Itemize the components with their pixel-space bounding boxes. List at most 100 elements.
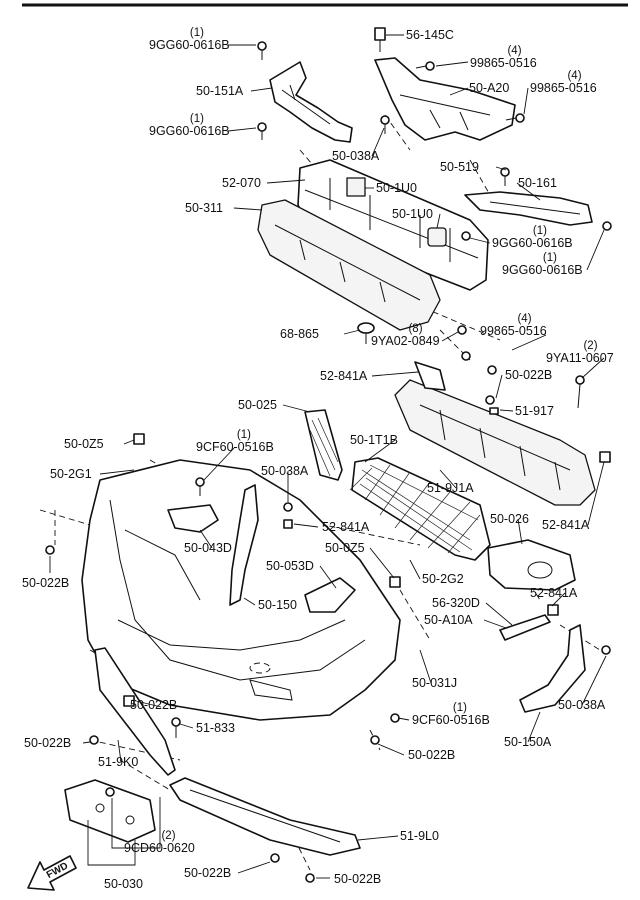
callout-52-841a: 52-841A [322,520,370,534]
callout-50-043d: 50-043D [184,541,232,555]
bracket-50-150 [229,484,259,606]
screw-icon [461,351,471,361]
callout-9cf60-0516b: 9CF60-0516B [196,440,274,454]
bracket-50-150a [519,624,586,713]
clip-icon [123,695,135,707]
clip-icon [489,407,499,415]
screw-icon [390,713,400,723]
grille-50-1t1b [349,457,491,561]
callout-9ya02-0849: 9YA02-0849 [371,334,440,348]
callout-9gg60-0616b: 9GG60-0616B [502,263,583,277]
bezel-50-026 [487,539,576,591]
callout-68-865: 68-865 [280,327,319,341]
callout-quantity: (4) [507,45,521,57]
callout-50-150a: 50-150A [504,735,552,749]
callout-quantity: (1) [237,429,251,441]
screw-icon [257,41,267,60]
callout-9gg60-0616b: 9GG60-0616B [149,124,230,138]
leader-lines [49,34,607,879]
absorber-51-9j1a [394,379,596,506]
absorber-51-9j1a-detail [419,404,571,491]
forward-arrow-icon: FWD [27,855,77,891]
callout-99865-0516: 99865-0516 [480,324,547,338]
callout-9gg60-0616b: 9GG60-0616B [149,38,230,52]
callout-51-917: 51-917 [515,404,554,418]
callout-50-025: 50-025 [238,398,277,412]
screw-icon [257,122,267,140]
callout-56-320d: 56-320D [432,596,480,610]
callout-quantity: (4) [517,313,531,325]
callout-quantity: (2) [583,340,597,352]
callout-50-038a: 50-038A [332,149,380,163]
callout-50-038a: 50-038A [261,464,309,478]
callout-52-841a: 52-841A [542,518,590,532]
callout-51-9j1a: 51-9J1A [427,481,474,495]
callout-50-0z5: 50-0Z5 [64,437,104,451]
callout-50-151a: 50-151A [196,84,244,98]
spoiler-51-9l0-detail [189,789,341,843]
bracket-50-151a-detail [281,84,331,125]
screw-icon [457,325,467,335]
screw-icon [500,167,510,186]
clip-icon [389,576,401,588]
bracket-50-a20 [374,57,516,141]
screw-icon [575,375,585,409]
screw-icon [485,395,495,405]
screw-icon [105,787,115,797]
bracket-50-043d [167,504,219,533]
fasteners [45,27,612,883]
callout-51-9l0: 51-9L0 [400,829,439,843]
callout-50-038a: 50-038A [558,698,606,712]
callout-50-1u0: 50-1U0 [376,181,417,195]
callout-labels: 9GG60-0616B(1)56-145C99865-0516(4)50-151… [22,27,614,891]
callout-9gg60-0616b: 9GG60-0616B [492,236,573,250]
callout-50-022b: 50-022B [505,368,552,382]
callout-99865-0516: 99865-0516 [470,56,537,70]
callout-quantity: (1) [533,225,547,237]
clip-icon [599,451,611,463]
screw-icon [461,231,471,241]
callout-quantity: (1) [453,702,467,714]
callout-99865-0516: 99865-0516 [530,81,597,95]
license-bracket-50-030 [64,779,156,843]
callout-9cd60-0620: 9CD60-0620 [124,841,195,855]
callout-quantity: (8) [408,323,422,335]
pad-50-1u0-upper [346,177,366,197]
callout-50-519: 50-519 [440,160,479,174]
callout-50-1t1b: 50-1T1B [350,433,398,447]
callout-50-2g1: 50-2G1 [50,467,92,481]
callout-quantity: (4) [567,70,581,82]
callout-56-145c: 56-145C [406,28,454,42]
callout-50-053d: 50-053D [266,559,314,573]
callout-50-022b: 50-022B [22,576,69,590]
lip-51-9k0 [94,647,176,776]
callout-9cf60-0516b: 9CF60-0516B [412,713,490,727]
absorber-50-311 [257,199,441,331]
clip-icon [357,322,375,344]
screw-icon [45,545,55,555]
clip-icon [133,433,145,445]
screw-icon [601,645,611,655]
callout-9ya11-0607: 9YA11-0607 [546,351,614,365]
screw-icon [270,853,280,863]
screw-icon [171,717,181,738]
callout-50-031j: 50-031J [412,676,457,690]
screw-icon [283,502,293,512]
callout-51-9k0: 51-9K0 [98,755,138,769]
callout-50-a10a: 50-A10A [424,613,473,627]
callout-50-a20: 50-A20 [469,81,509,95]
clip-52-841a-upper [414,361,446,391]
callout-52-841a: 52-841A [530,586,578,600]
callout-quantity: (1) [190,113,204,125]
screw-icon [89,735,99,745]
clip-icon [547,604,559,616]
callout-50-311: 50-311 [185,201,223,215]
callout-50-1u0: 50-1U0 [392,207,433,221]
callout-52-070: 52-070 [222,176,261,190]
reinforcement-52-070-detail [304,178,479,262]
callout-50-026: 50-026 [490,512,529,526]
bracket-50-161 [464,191,593,226]
nozzle-50-a10a [499,614,551,641]
callout-50-022b: 50-022B [184,866,231,880]
bracket-50-053d [304,577,356,613]
